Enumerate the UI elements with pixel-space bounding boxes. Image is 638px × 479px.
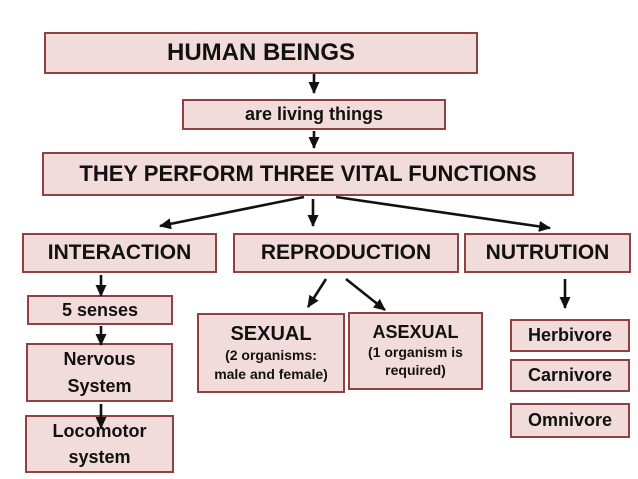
- node-sexual-sub1: (2 organisms:: [225, 347, 317, 364]
- node-are-living-things-label: are living things: [244, 104, 384, 125]
- node-reproduction: REPRODUCTION: [233, 233, 459, 273]
- arrow-vital-functions-to-interaction: [159, 195, 305, 230]
- node-locomotor-system-line1: Locomotor: [52, 420, 147, 441]
- node-asexual: ASEXUAL (1 organism is required): [348, 312, 483, 390]
- node-vital-functions: THEY PERFORM THREE VITAL FUNCTIONS: [42, 152, 574, 196]
- node-omnivore-label: Omnivore: [527, 410, 613, 431]
- arrow-vital-functions-to-nutrution: [335, 195, 551, 232]
- node-nervous-system-line2: System: [67, 375, 132, 396]
- arrow-reproduction-to-sexual: [306, 278, 328, 308]
- node-omnivore: Omnivore: [510, 403, 630, 438]
- node-locomotor-system-line2: system: [68, 447, 131, 467]
- node-interaction: INTERACTION: [22, 233, 217, 273]
- node-reproduction-label: REPRODUCTION: [260, 240, 432, 264]
- node-asexual-title: ASEXUAL: [372, 322, 459, 343]
- node-vital-functions-label: THEY PERFORM THREE VITAL FUNCTIONS: [79, 161, 537, 187]
- node-five-senses-label: 5 senses: [61, 299, 139, 320]
- arrow-reproduction-to-asexual: [345, 277, 386, 312]
- node-carnivore-label: Carnivore: [527, 365, 613, 386]
- node-interaction-label: INTERACTION: [47, 240, 192, 264]
- node-human-beings-label: HUMAN BEINGS: [166, 39, 355, 67]
- node-human-beings: HUMAN BEINGS: [44, 32, 478, 74]
- node-herbivore: Herbivore: [510, 319, 630, 352]
- node-carnivore: Carnivore: [510, 359, 630, 392]
- node-sexual-title: SEXUAL: [230, 323, 312, 346]
- node-asexual-sub2: required): [385, 362, 446, 379]
- node-nervous-system: Nervous System: [26, 343, 173, 402]
- node-five-senses: 5 senses: [27, 295, 173, 325]
- node-locomotor-system: Locomotor system: [25, 415, 174, 473]
- node-are-living-things: are living things: [182, 99, 446, 130]
- node-nutrution-label: NUTRUTION: [485, 240, 610, 264]
- node-sexual: SEXUAL (2 organisms: male and female): [197, 313, 345, 393]
- node-herbivore-label: Herbivore: [527, 325, 613, 346]
- node-nervous-system-line1: Nervous: [63, 349, 136, 370]
- node-asexual-sub1: (1 organism is: [368, 344, 463, 361]
- node-nutrution: NUTRUTION: [464, 233, 631, 273]
- node-sexual-sub2: male and female): [214, 365, 328, 382]
